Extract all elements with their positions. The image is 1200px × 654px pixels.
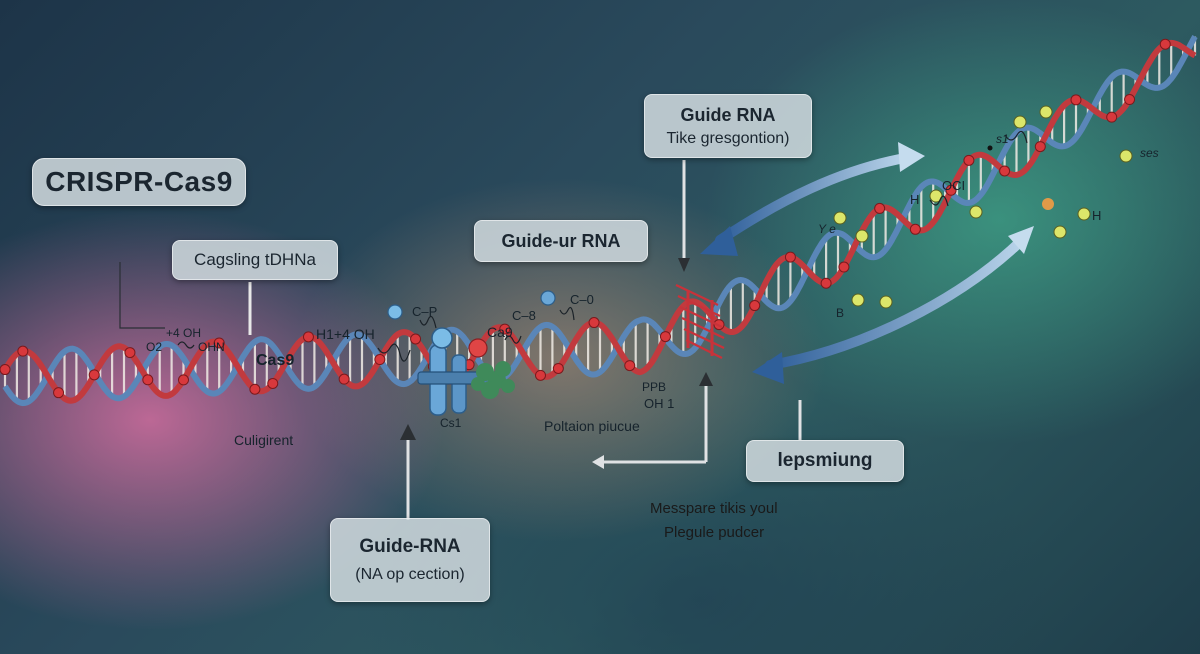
title-box: CRISPR-Cas9 [32,158,246,206]
lepsmiung-label: lepsmiung [777,450,873,471]
label-h1oh: H1+4 OH [316,326,375,342]
guide-rna-top-box: Guide RNA Tike gresgontion) [644,94,812,158]
label-b: B [836,306,845,320]
label-ca9: Ca9 [487,324,513,340]
guide-rna-bottom-box: Guide-RNA (NA op cection) [330,518,490,602]
label-ses: ses [1140,146,1159,160]
guide-rna-top-sublabel: Tike gresgontion) [666,129,790,147]
label-c8: C–8 [512,308,536,323]
label-ppb: PPB [642,380,667,394]
label-ye: Y e [818,222,836,236]
label-oci: OCI [942,178,966,193]
label-c-p: C–P [412,304,438,319]
cagsling-label: Cagsling tDHNa [194,250,316,269]
label-ohn: OHN [198,340,225,354]
guide-rna-top-label: Guide RNA [680,104,776,125]
guide-rna-bottom-sublabel: (NA op cection) [355,566,465,583]
guide-ur-box: Guide-ur RNA [474,220,648,262]
label-cs1: Cs1 [440,416,462,430]
guide-ur-label: Guide-ur RNA [501,230,621,251]
label-h-left: H [910,192,920,207]
caption-line-2: Plegule pudcer [664,524,765,541]
grey-arrowheads [400,258,713,469]
curved-arrows [715,153,1027,370]
molecules [833,105,1133,309]
label-oh1: OH 1 [644,396,675,411]
label-o2: O2 [146,340,163,354]
label-c0: C–0 [570,292,594,307]
callout-lines [119,262,252,335]
label-s1: s1 [996,132,1009,146]
squiggles [177,130,1028,362]
cagsling-box: Cagsling tDHNa [172,240,338,280]
curved-arrowheads [700,142,1034,384]
label-h-right: H [1092,208,1102,223]
grey-arrows [406,160,802,520]
page-title: CRISPR-Cas9 [45,166,233,197]
label-poltaion: Poltaion piucue [544,418,640,434]
cut-site-icon [675,284,725,359]
guide-rna-bottom-label: Guide-RNA [359,536,461,557]
lepsmiung-box: lepsmiung [746,440,904,482]
cas9-complex-icon [387,290,556,416]
label-culigirent: Culigirent [234,432,294,448]
label-plus4oh: +4 OH [166,326,202,340]
caption-line-1: Messpare tikis youl [650,500,778,517]
label-cas9: Cas9 [256,352,295,369]
dna-helix [0,35,1198,407]
